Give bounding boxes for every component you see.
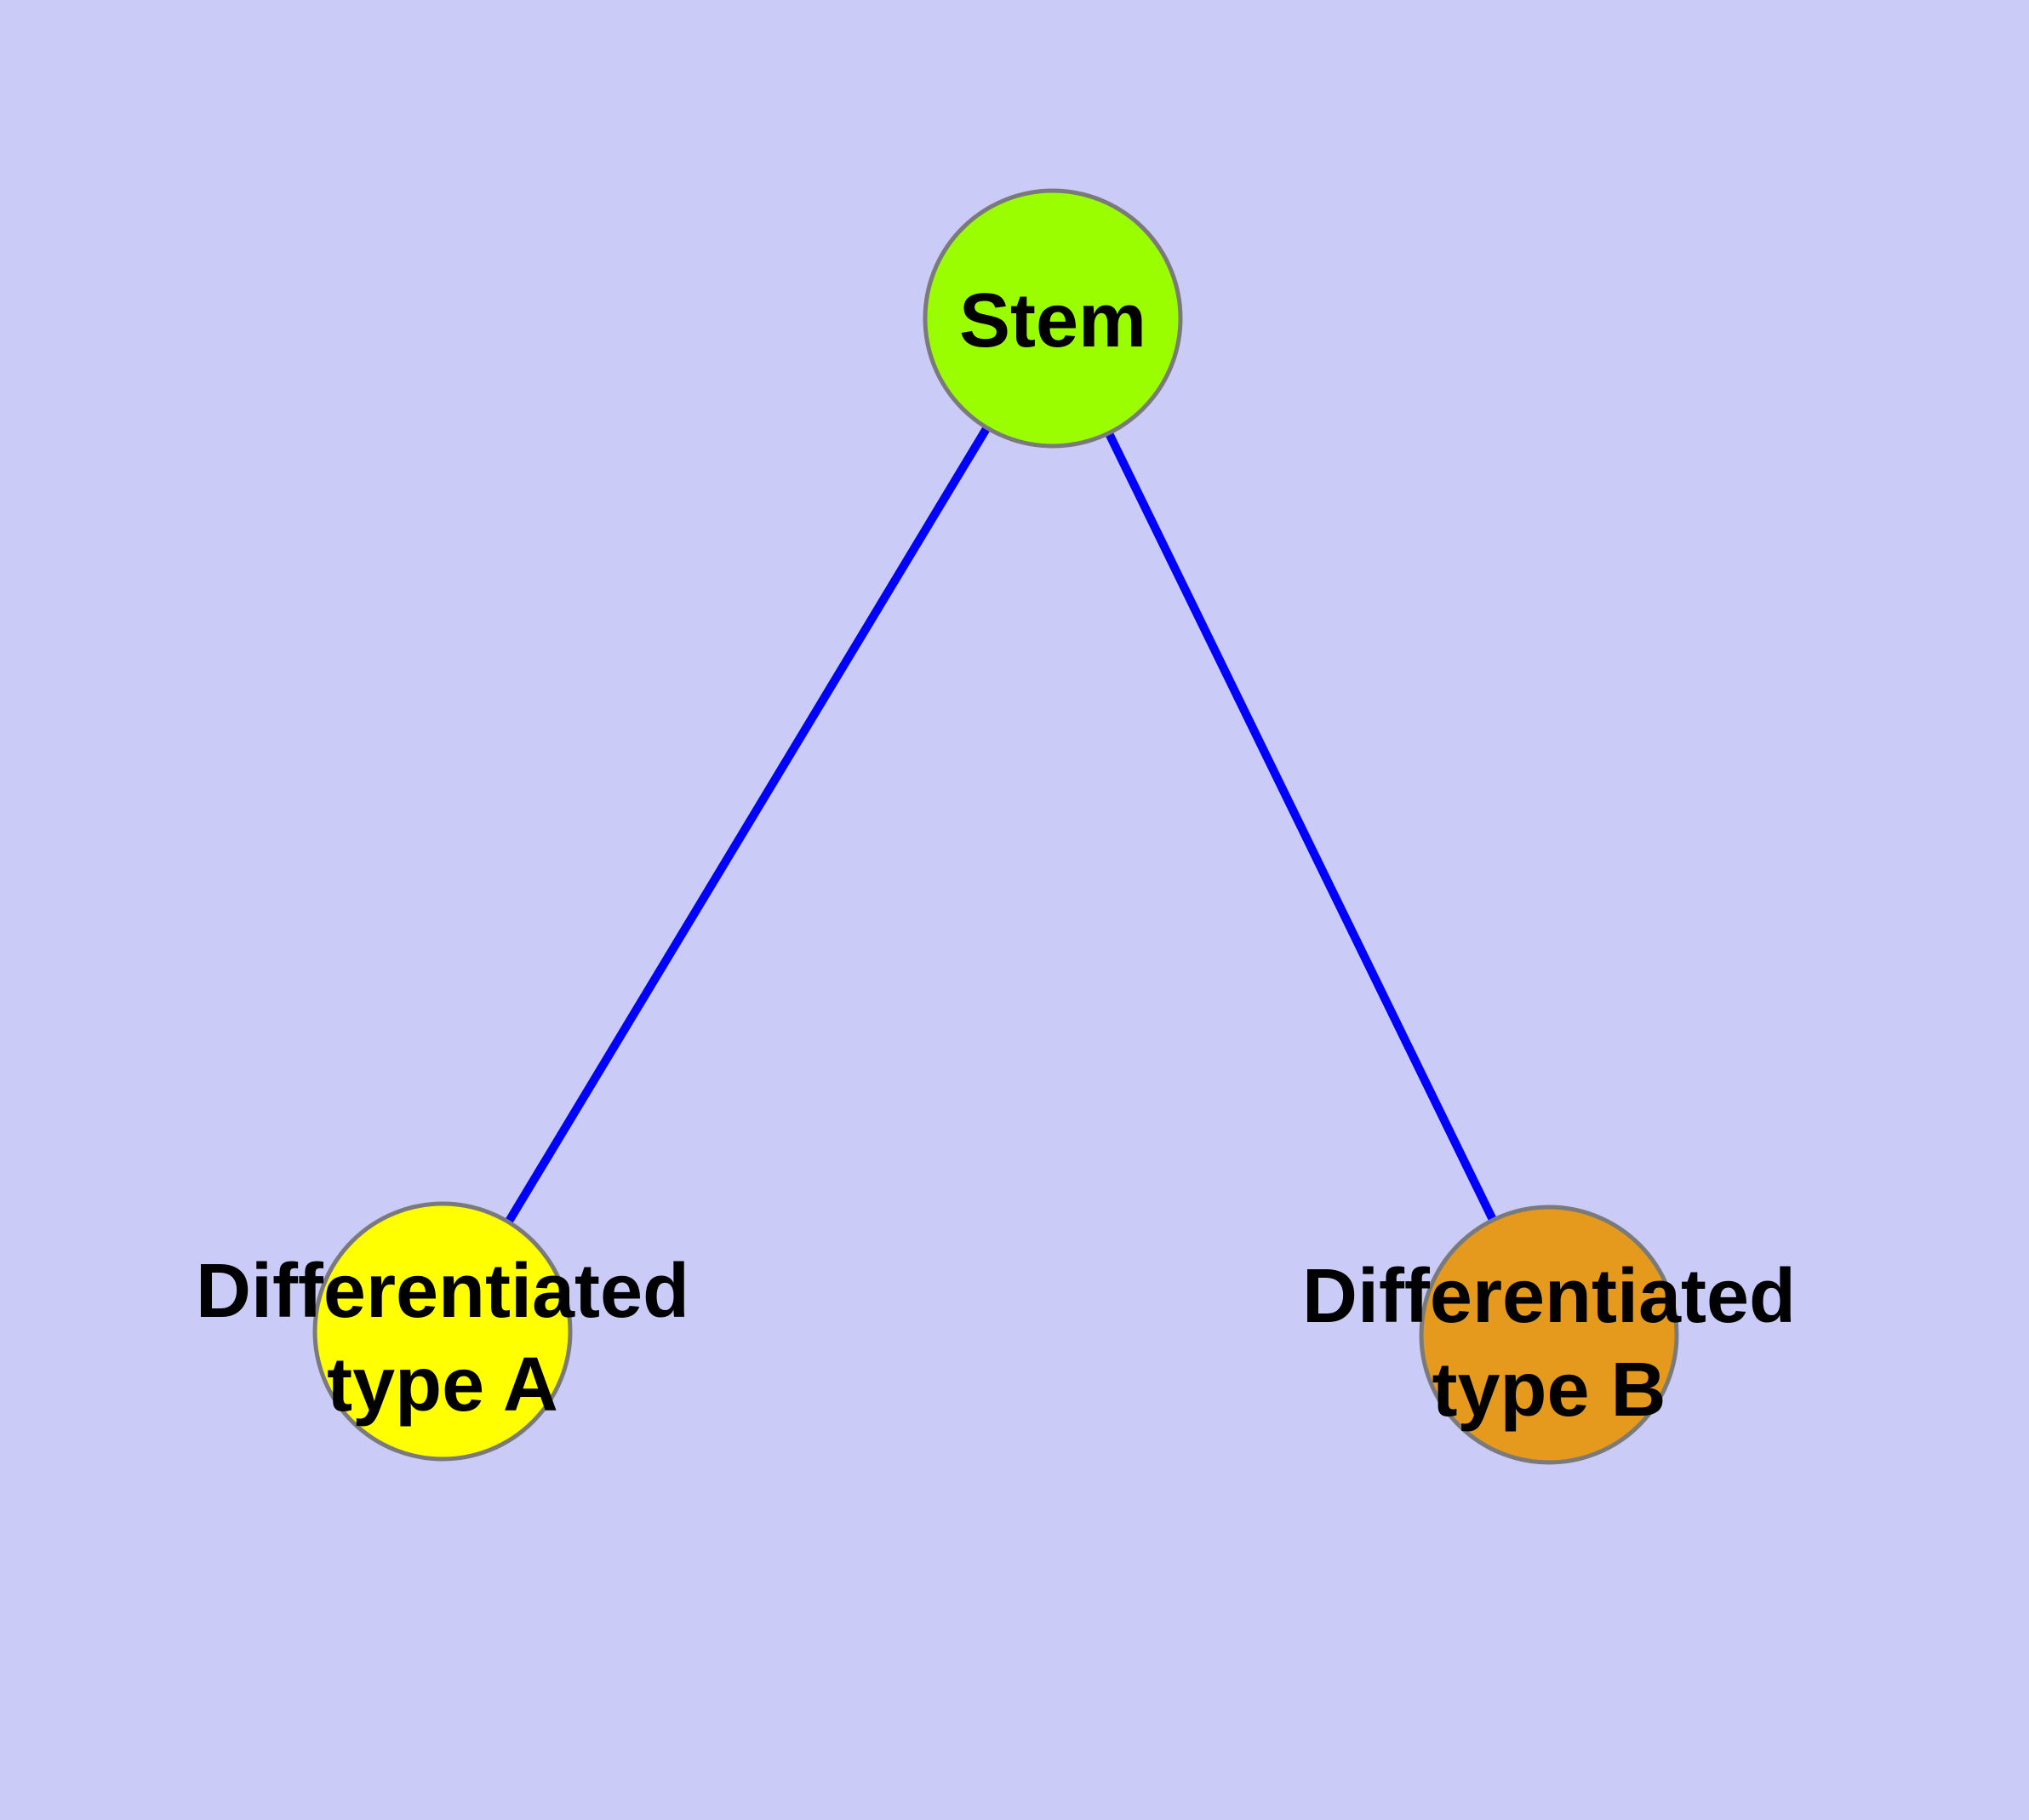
type-b-node-label-line2: type B bbox=[1432, 1348, 1666, 1433]
edge-stem-to-type-b bbox=[1049, 316, 1553, 1337]
type-a-node-circle bbox=[312, 1201, 573, 1462]
type-b-node-label-line1: Differentiated bbox=[1302, 1254, 1796, 1339]
node-stem: Stem bbox=[923, 188, 1183, 449]
type-a-node-label-line1: Differentiated bbox=[196, 1249, 689, 1334]
type-a-node-label-line2: type A bbox=[327, 1342, 558, 1428]
node-differentiated-type-a: Differentiated type A bbox=[196, 1201, 689, 1462]
type-b-node-circle bbox=[1419, 1205, 1679, 1465]
node-differentiated-type-b: Differentiated type B bbox=[1302, 1205, 1796, 1465]
stem-node-label: Stem bbox=[959, 278, 1146, 363]
edge-stem-to-type-a bbox=[438, 316, 1057, 1334]
stem-node-circle bbox=[923, 188, 1183, 449]
